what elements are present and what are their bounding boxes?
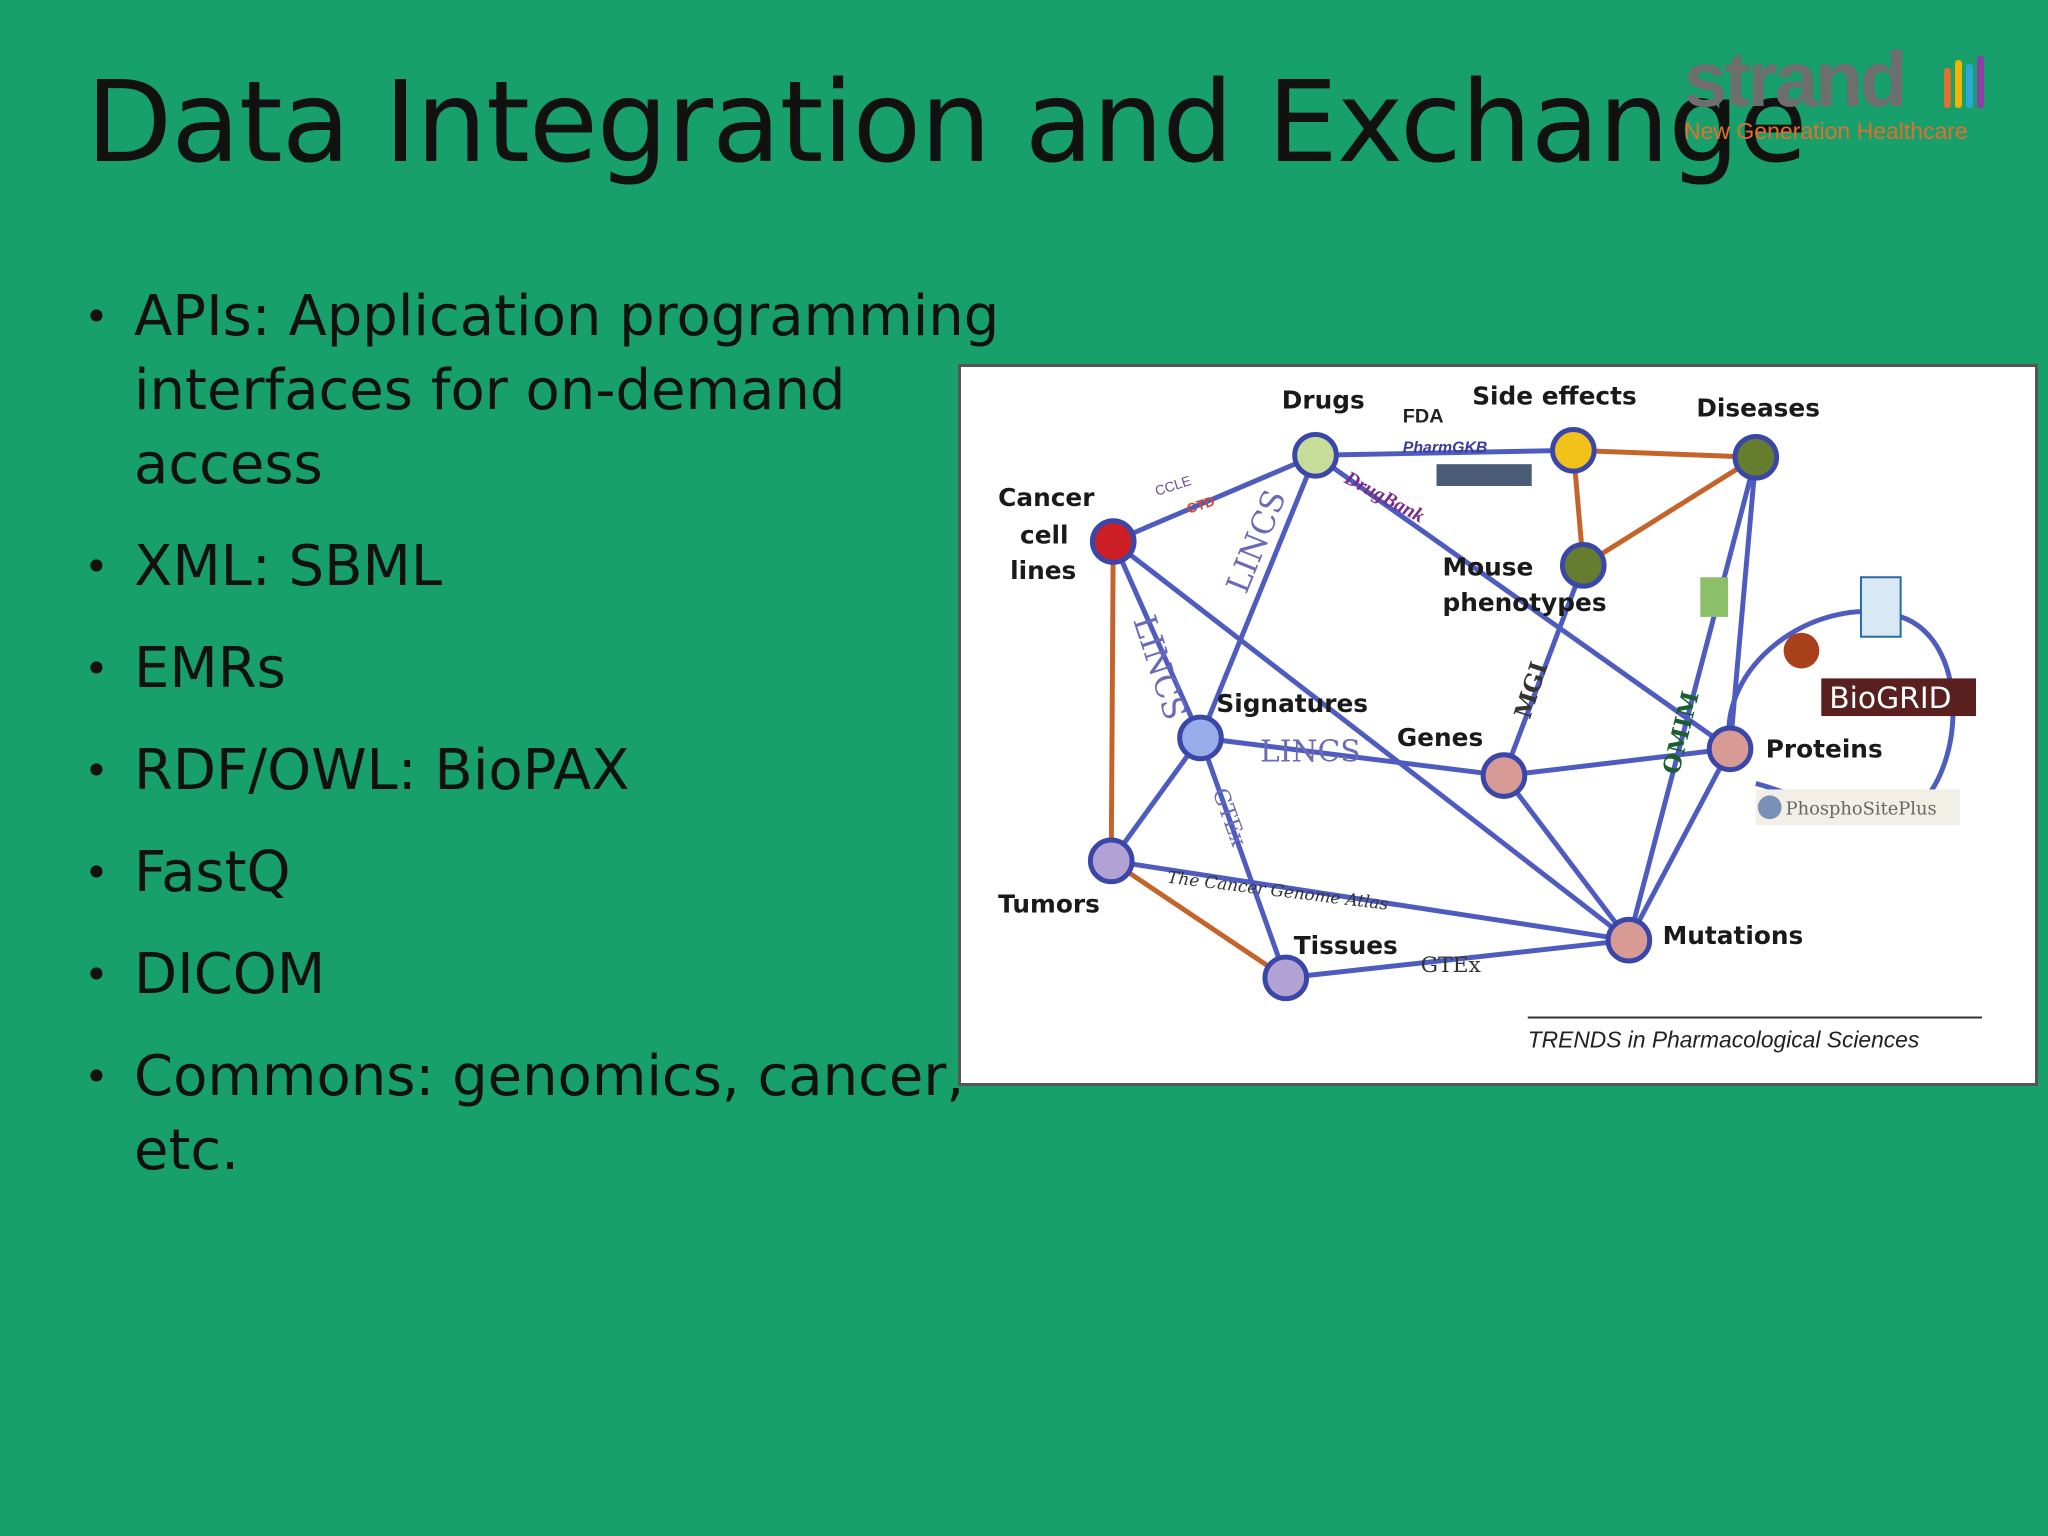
bullet-item: •EMRs: [84, 636, 286, 701]
logo-wordmark: strand: [1684, 35, 1907, 123]
bullet-item: •APIs: Application programming interface…: [84, 284, 1000, 497]
biogrid-figure-icon: [1859, 576, 1902, 638]
edge-label-lincs: LINCS: [1125, 611, 1192, 724]
bullet-text: RDF/OWL: BioPAX: [134, 738, 630, 803]
edge-label-drugbank: DrugBank: [1340, 467, 1428, 528]
edge-drugs-proteins: [1314, 453, 1732, 751]
edge-signatures-genes: [1200, 735, 1505, 779]
edge-mouse-genes: [1501, 564, 1586, 777]
logo-bar: [1955, 60, 1962, 108]
edge-diseases-mutations: [1626, 456, 1759, 941]
node-label-phenotypes: phenotypes: [1442, 588, 1606, 617]
node-diseases: [1732, 433, 1780, 481]
node-label-cell: cell: [1020, 521, 1068, 550]
edge-side-effects-diseases: [1573, 447, 1756, 460]
bullet-text: XML: SBML: [134, 534, 443, 599]
edge-proteins-mutations: [1626, 747, 1733, 942]
node-genes: [1480, 752, 1528, 799]
nodes: [1087, 426, 1780, 1002]
bullet-item: •DICOM: [84, 942, 326, 1007]
bullet-item: •Commons: genomics, cancer, etc.: [84, 1044, 965, 1183]
node-label-mouse: Mouse: [1442, 552, 1533, 581]
reactome-logo-icon: [1700, 577, 1729, 617]
edge-tumors-mutations: [1110, 858, 1630, 943]
node-label-tissues: Tissues: [1294, 931, 1398, 960]
logo-bar: [1977, 56, 1984, 108]
kegg-logo-icon: [1783, 632, 1820, 669]
edge-label-fda: FDA: [1403, 406, 1444, 428]
node-mutations: [1605, 916, 1653, 964]
node-cancer-cell-lines: [1089, 518, 1137, 565]
node-label-tumors: Tumors: [998, 889, 1100, 918]
edge-label-mgi: MGI: [1509, 658, 1553, 722]
node-signatures: [1177, 714, 1224, 762]
sider-logo-icon: [1436, 464, 1532, 487]
node-proteins: [1706, 725, 1754, 773]
strand-logo: strand New Generation Healthcare: [1680, 35, 2000, 150]
edge-label-ccle: CCLE: [1153, 472, 1193, 499]
edge-tumors-tissues: [1109, 858, 1288, 980]
logo-bar: [1966, 64, 1973, 108]
node-label-signatures: Signatures: [1216, 689, 1368, 718]
edge-label-tcga: The Cancer Genome Atlas: [1166, 867, 1390, 914]
node-label-lines: lines: [1010, 556, 1076, 585]
edge-genes-proteins: [1503, 746, 1731, 779]
bullet-text: APIs: Application programming interfaces…: [134, 284, 1000, 497]
bullet-item: •RDF/OWL: BioPAX: [84, 738, 630, 803]
bullet-text: FastQ: [134, 840, 291, 905]
node-tissues: [1262, 954, 1310, 1002]
node-label-cancer: Cancer: [998, 483, 1095, 512]
edge-genes-mutations: [1501, 774, 1631, 942]
bullet-text: Commons: genomics, cancer, etc.: [134, 1044, 965, 1183]
logo-bars-icon: [1944, 56, 1984, 108]
edge-signatures-tumors: [1109, 736, 1203, 863]
edge-cancer-signatures: [1110, 540, 1203, 739]
network-diagram: LINCS LINCS LINCS GTEx GTEx The Cancer G…: [998, 382, 1982, 1052]
edge-label-biogrid: BioGRID: [1829, 681, 1951, 716]
bullet-list: •APIs: Application programming interface…: [80, 280, 1010, 1216]
edge-label-gtex: GTEx: [1207, 785, 1251, 851]
node-drugs: [1292, 431, 1339, 479]
edge-drugs-cancer: [1112, 452, 1317, 544]
biogrid-badge: [1821, 678, 1976, 717]
figure-source: TRENDS in Pharmacological Sciences: [1528, 1026, 1920, 1052]
node-label-drugs: Drugs: [1282, 386, 1365, 415]
edge-label-pharmgkb: PharmGKB: [1403, 439, 1488, 456]
edge-drugs-signatures: [1198, 454, 1318, 739]
node-side-effects: [1550, 426, 1597, 474]
logo-tagline: New Generation Healthcare: [1684, 118, 1968, 144]
edge-cancer-mutations: [1111, 539, 1631, 943]
phosphosite-icon: [1757, 795, 1782, 820]
slide-title: Data Integration and Exchange: [86, 58, 1807, 188]
edge-label-phosphosite: PhosphoSitePlus: [1786, 798, 1937, 819]
node-tumors: [1087, 837, 1135, 885]
bullet-text: DICOM: [134, 942, 326, 1007]
edge-signatures-tissues: [1198, 737, 1289, 979]
bullet-item: •XML: SBML: [84, 534, 443, 599]
phosphosite-badge: [1755, 789, 1961, 826]
bullet-text: EMRs: [134, 636, 286, 701]
node-label-side-effects: Side effects: [1472, 382, 1637, 411]
edge-drugs-side-effects: [1315, 447, 1574, 458]
bullet-item: •FastQ: [84, 840, 291, 905]
edge-mouse-diseases: [1581, 455, 1758, 568]
node-label-diseases: Diseases: [1696, 394, 1820, 423]
edge-label-gtex: GTEx: [1421, 953, 1482, 978]
edge-label-lincs: LINCS: [1260, 735, 1361, 770]
node-label-genes: Genes: [1397, 723, 1483, 752]
edge-label-ctd: CTD: [1185, 493, 1217, 517]
node-label-proteins: Proteins: [1766, 735, 1883, 764]
data-network-figure: LINCS LINCS LINCS GTEx GTEx The Cancer G…: [958, 364, 2038, 1086]
edge-cancer-tumors: [1108, 541, 1116, 861]
edge-tissues-mutations: [1285, 937, 1630, 981]
node-mouse-phenotypes: [1559, 542, 1607, 589]
logo-bar: [1944, 68, 1951, 108]
node-label-mutations: Mutations: [1663, 921, 1804, 950]
